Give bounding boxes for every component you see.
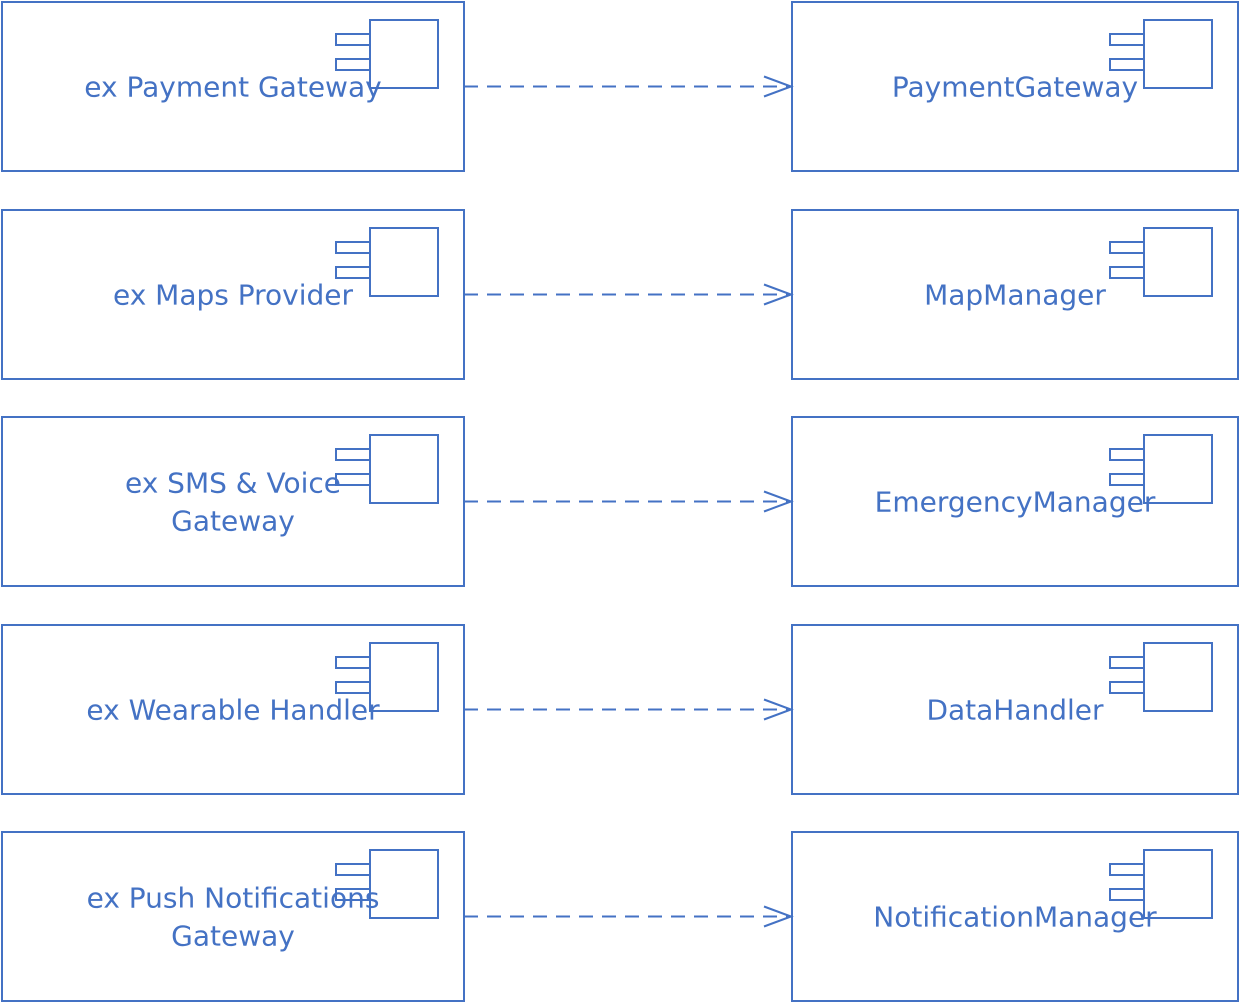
dependency-arrow <box>464 75 794 98</box>
target-component-label: PaymentGateway <box>892 71 1138 104</box>
component-icon <box>335 434 439 504</box>
component-icon <box>1109 227 1213 297</box>
target-component: DataHandler <box>791 624 1239 795</box>
arrowhead-icon <box>763 283 794 306</box>
source-component-label-line: ex Push Notifications <box>87 882 380 915</box>
target-component: EmergencyManager <box>791 416 1239 587</box>
source-component: ex Maps Provider <box>1 209 465 380</box>
dependency-arrow <box>464 490 794 513</box>
target-component: NotificationManager <box>791 831 1239 1002</box>
component-icon <box>335 227 439 297</box>
arrowhead-icon <box>763 75 794 98</box>
source-component-label: ex Maps Provider <box>113 279 354 312</box>
target-component-label-line: PaymentGateway <box>892 71 1138 104</box>
source-component: ex Wearable Handler <box>1 624 465 795</box>
target-component-label-line: MapManager <box>924 279 1106 312</box>
component-icon <box>1109 434 1213 504</box>
target-component-label: MapManager <box>924 279 1106 312</box>
dependency-arrow <box>464 698 794 721</box>
source-component-label-line: Gateway <box>171 920 295 953</box>
source-component-label: ex Payment Gateway <box>84 71 381 104</box>
source-component-label-line: Gateway <box>171 505 295 538</box>
source-component-label-line: ex Wearable Handler <box>86 694 380 727</box>
target-component-label: DataHandler <box>926 694 1104 727</box>
component-icon <box>1109 19 1213 89</box>
component-icon <box>335 642 439 712</box>
arrowhead-icon <box>763 698 794 721</box>
target-component-label-line: NotificationManager <box>873 901 1157 934</box>
arrowhead-icon <box>763 905 794 928</box>
source-component-label-line: ex Maps Provider <box>113 279 354 312</box>
component-icon <box>1109 849 1213 919</box>
dependency-arrow <box>464 905 794 928</box>
target-component: MapManager <box>791 209 1239 380</box>
target-component: PaymentGateway <box>791 1 1239 172</box>
source-component-label-line: ex Payment Gateway <box>84 71 381 104</box>
source-component-label-line: ex SMS & Voice <box>125 467 341 500</box>
source-component: ex Payment Gateway <box>1 1 465 172</box>
target-component-label-line: EmergencyManager <box>875 486 1156 519</box>
source-component-label: ex Wearable Handler <box>86 694 380 727</box>
component-icon <box>335 19 439 89</box>
target-component-label: EmergencyManager <box>875 486 1156 519</box>
target-component-label-line: DataHandler <box>926 694 1104 727</box>
target-component-label: NotificationManager <box>873 901 1157 934</box>
component-icon <box>335 849 439 919</box>
dependency-arrow <box>464 283 794 306</box>
arrowhead-icon <box>763 490 794 513</box>
component-icon <box>1109 642 1213 712</box>
